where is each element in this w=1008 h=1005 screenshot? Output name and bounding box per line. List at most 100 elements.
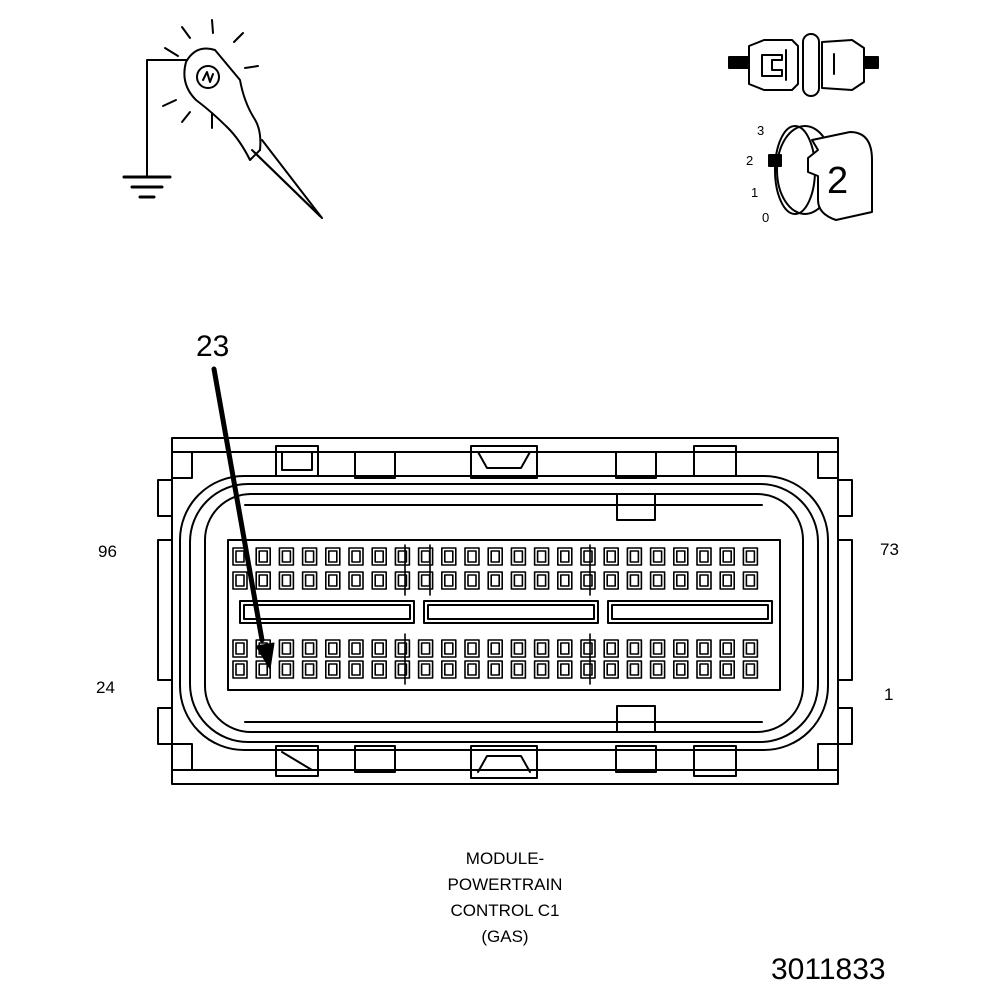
pin-cavity [278,571,295,590]
pin-cavity-terminal [536,642,547,655]
pin-cavity [719,639,736,658]
pin-cavity [626,547,643,566]
pin-cavity-terminal [745,574,756,587]
pin-cavity-grid [232,544,759,685]
pin-cavity-terminal [374,663,385,676]
pin-cavity-terminal [327,642,338,655]
pin-cavity-terminal [513,642,524,655]
pin-cavity [533,547,550,566]
pin-cavity-terminal [699,642,709,655]
pin-cavity-terminal [258,642,269,655]
pin-cavity [487,547,504,566]
pin-cavity-terminal [467,663,477,676]
pin-cavity [672,660,689,679]
pin-cavity [580,571,596,590]
pin-cavity-terminal [513,550,524,563]
pin-cavity-terminal [420,663,431,676]
pin-cavity [371,639,388,658]
pin-cavity [348,660,364,679]
ignition-position-1: 1 [751,185,759,200]
pin-label-24: 24 [96,678,115,697]
pin-cavity [255,571,272,590]
pin-cavity-terminal [745,550,756,563]
pin-cavity [603,639,620,658]
pin-cavity [742,639,759,658]
pin-cavity [394,547,411,566]
pin-cavity-terminal [559,642,570,655]
pin-cavity [440,660,457,679]
pin-cavity-terminal [559,550,570,563]
pin-cavity-terminal [467,574,477,587]
pin-cavity [348,547,364,566]
pin-cavity-terminal [281,663,292,676]
pin-cavity [719,571,736,590]
pin-cavity [417,639,434,658]
pin-cavity-terminal [258,663,269,676]
pin-cavity-terminal [351,663,361,676]
pin-cavity [440,547,457,566]
pin-cavity [417,660,434,679]
pin-cavity-terminal [652,550,663,563]
pin-cavity [672,571,689,590]
pin-cavity [696,547,712,566]
pin-cavity [232,639,248,658]
pin-cavity [649,571,666,590]
pin-cavity-terminal [699,550,709,563]
pin-cavity-terminal [722,642,733,655]
pin-cavity-terminal [281,642,292,655]
pin-cavity [510,660,527,679]
pin-cavity [324,639,341,658]
pin-cavity [742,660,759,679]
ground-symbol-icon [122,175,172,199]
pin-cavity-terminal [397,642,408,655]
pin-cavity-terminal [374,642,385,655]
pin-cavity [626,639,643,658]
pin-cavity [580,660,596,679]
pin-cavity [672,639,689,658]
pin-cavity-terminal [467,550,477,563]
pin-cavity [324,547,341,566]
pin-cavity-terminal [559,663,570,676]
pin-cavity-terminal [443,642,454,655]
pin-cavity [649,547,666,566]
pin-cavity [348,571,364,590]
pin-cavity [394,660,411,679]
pin-cavity [603,660,620,679]
pin-cavity [603,547,620,566]
pin-cavity [649,639,666,658]
pin-cavity [278,639,295,658]
pin-cavity-terminal [258,574,269,587]
pin-cavity-terminal [606,574,617,587]
pin-cavity [417,547,434,566]
pin-cavity-terminal [745,642,756,655]
pin-cavity-terminal [583,550,593,563]
pin-cavity-terminal [490,642,501,655]
pin-cavity [510,547,527,566]
pin-cavity-terminal [304,663,315,676]
pin-cavity-terminal [559,574,570,587]
top-latches [275,445,737,479]
pin-cavity-terminal [536,663,547,676]
pin-cavity [626,571,643,590]
pin-cavity [649,660,666,679]
pin-cavity [464,571,480,590]
pin-cavity-terminal [513,663,524,676]
pin-cavity-terminal [536,550,547,563]
caption-line-1: MODULE- [465,849,545,868]
pin-cavity-terminal [304,574,315,587]
pin-cavity-terminal [467,642,477,655]
pin-cavity [626,660,643,679]
pin-cavity-terminal [304,642,315,655]
pin-cavity-terminal [490,663,501,676]
pin-cavity-terminal [652,663,663,676]
pin-cavity-terminal [327,663,338,676]
pin-cavity [301,660,318,679]
pin-cavity [417,571,434,590]
pin-cavity [672,547,689,566]
caption-line-4: (GAS) [481,927,529,946]
pin-cavity-terminal [420,550,431,563]
pin-cavity [464,547,480,566]
pin-cavity [232,571,248,590]
connector-caption: MODULE- POWERTRAIN CONTROL C1 (GAS) [400,846,610,950]
